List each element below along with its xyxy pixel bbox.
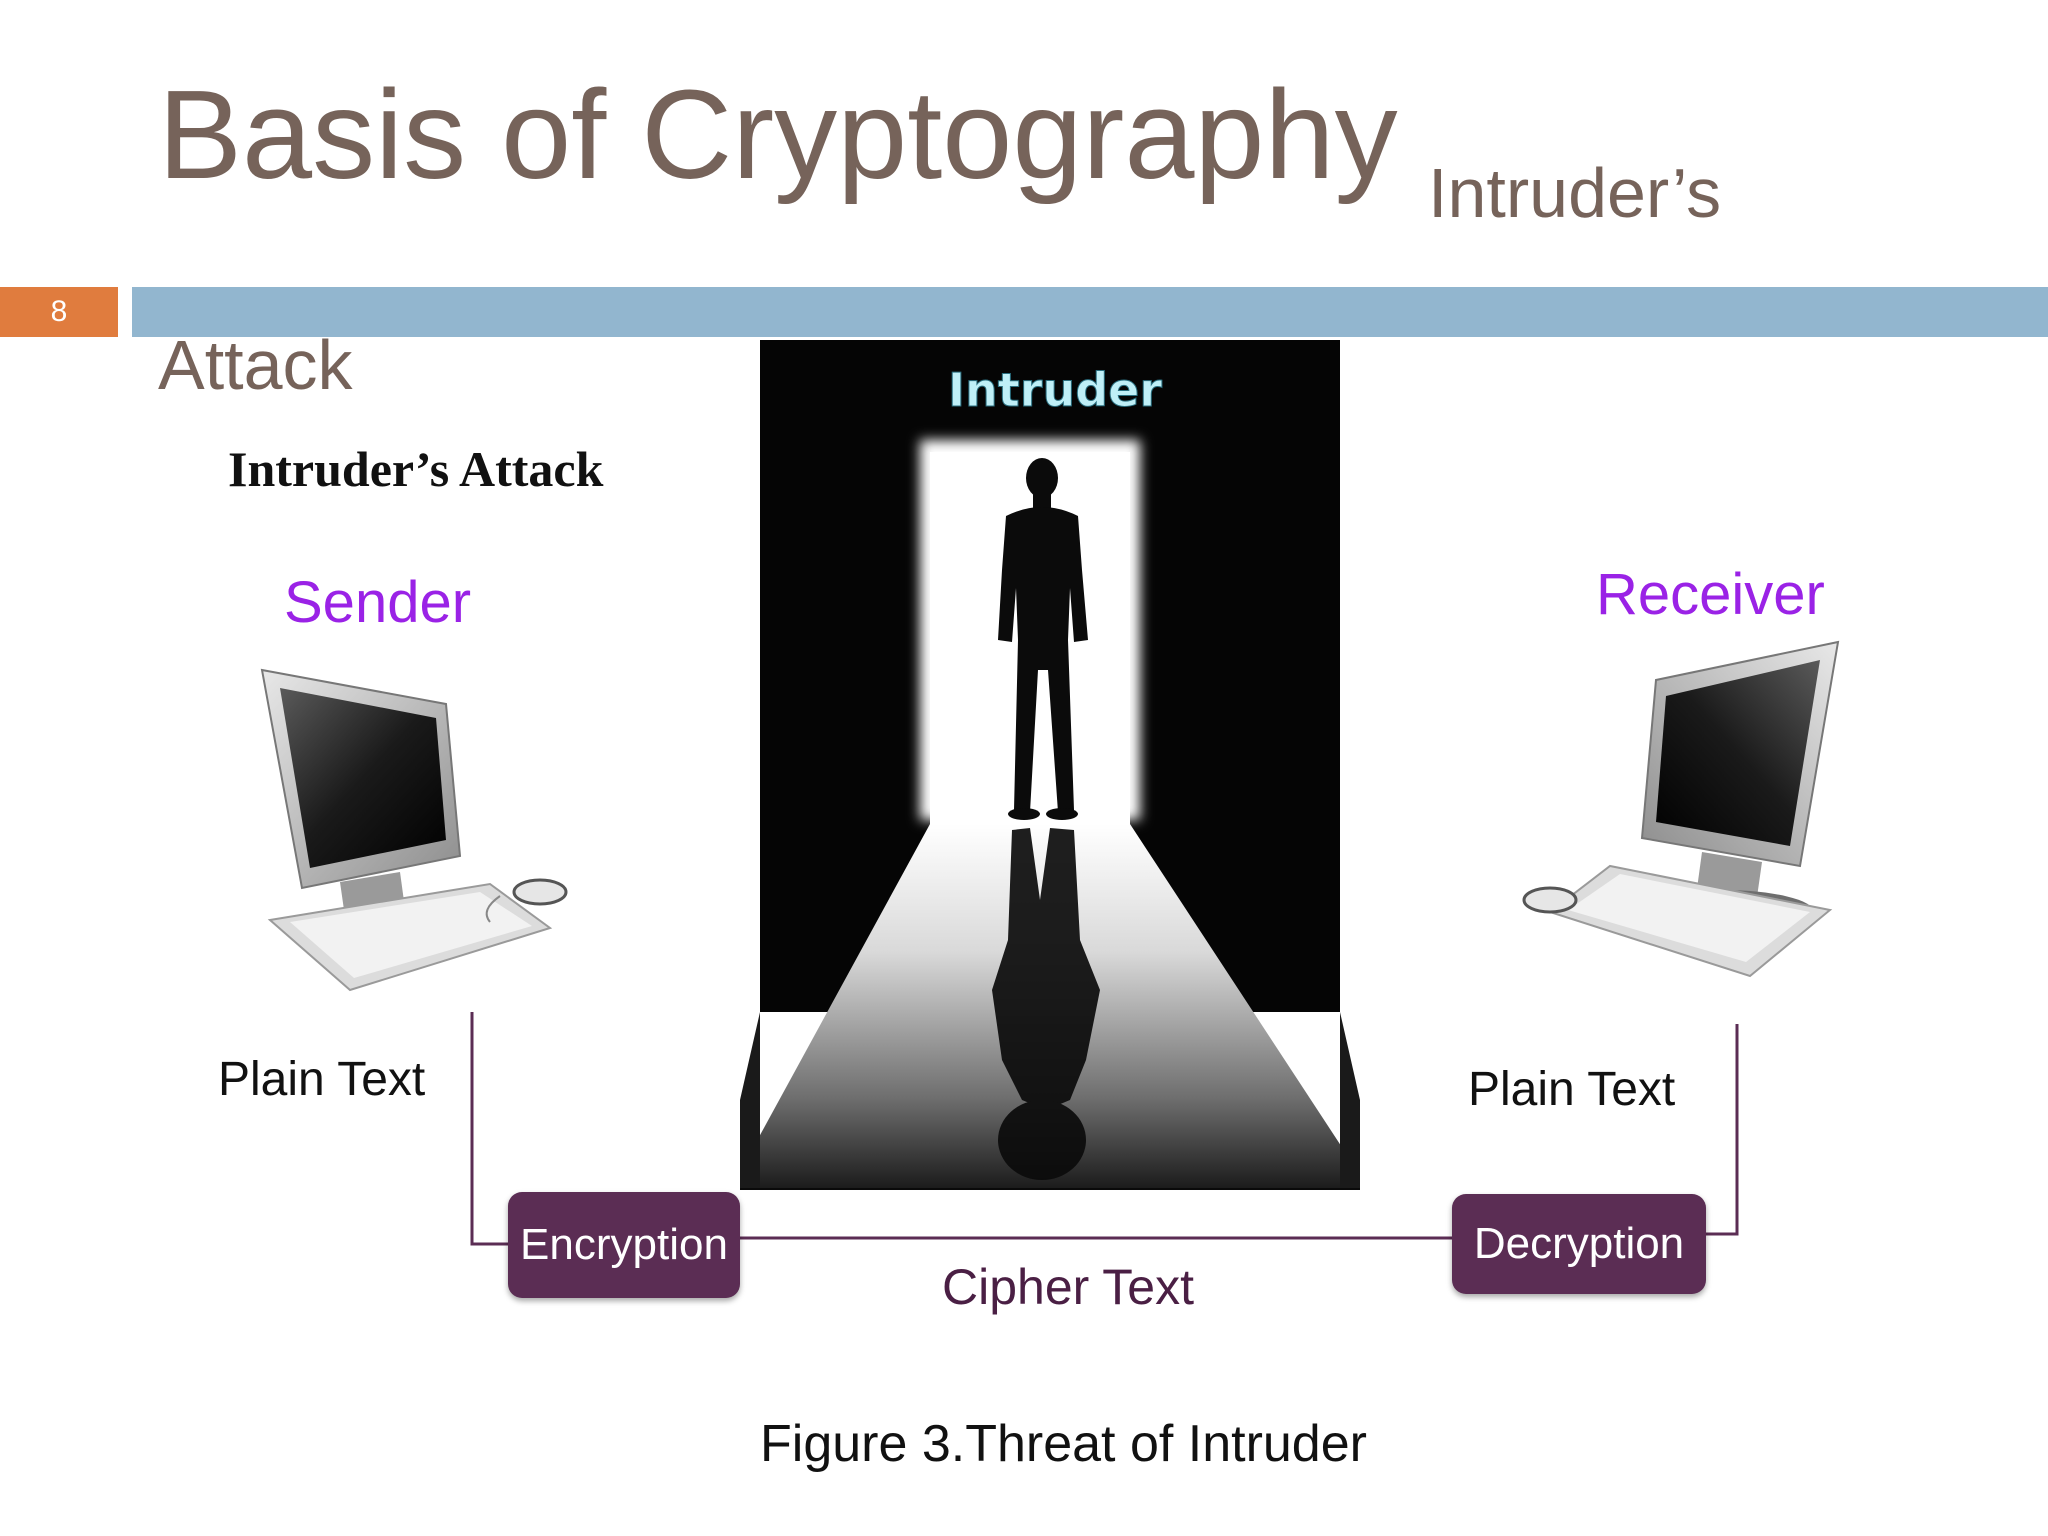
intruder-doorway-illustration: Intruder xyxy=(740,340,1360,1190)
sender-plain-text-label: Plain Text xyxy=(218,1053,426,1106)
figure-caption: Figure 3.Threat of Intruder xyxy=(760,1415,1367,1473)
receiver-computer-icon xyxy=(1522,640,1840,978)
sender-computer-icon xyxy=(260,668,568,992)
sender-to-encryption-line xyxy=(470,1012,510,1246)
slide-subtitle-line-2: Attack xyxy=(158,326,353,404)
header-accent-bar xyxy=(132,287,2048,337)
decryption-box: Decryption xyxy=(1452,1194,1706,1294)
cipher-text-label: Cipher Text xyxy=(942,1259,1194,1315)
slide-title: Basis of Cryptography xyxy=(158,64,1398,205)
receiver-plain-text-label: Plain Text xyxy=(1468,1063,1676,1116)
section-heading: Intruder’s Attack xyxy=(228,441,604,497)
encryption-box: Encryption xyxy=(508,1192,740,1298)
slide-subtitle-line-1: Intruder’s xyxy=(1428,154,1722,232)
intruder-label: Intruder xyxy=(948,363,1162,417)
slide-page-number: 8 xyxy=(0,287,118,337)
decryption-to-receiver-line xyxy=(1706,1024,1739,1236)
sender-label: Sender xyxy=(284,570,472,635)
receiver-label: Receiver xyxy=(1596,562,1825,627)
intruder-silhouette xyxy=(998,458,1088,820)
intruder-shadow xyxy=(992,828,1100,1180)
